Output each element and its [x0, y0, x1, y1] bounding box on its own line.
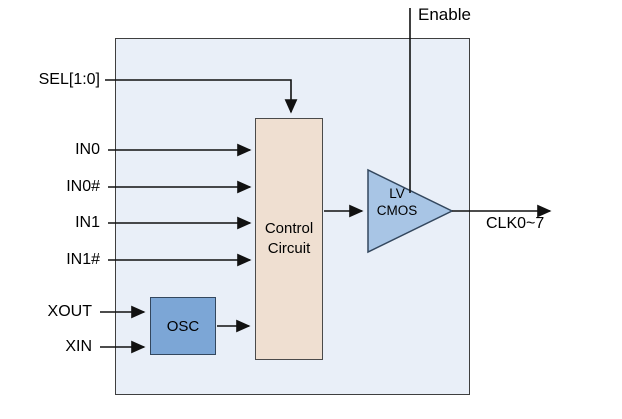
clk-output-label: CLK0~7	[486, 215, 545, 232]
lvcmos-label: LV CMOS	[376, 186, 418, 218]
osc-block: OSC	[150, 297, 216, 355]
in1-label: IN1	[75, 214, 100, 231]
osc-label: OSC	[166, 317, 200, 335]
control-circuit-label: Control Circuit	[264, 219, 314, 257]
in1n-label: IN1#	[66, 251, 100, 268]
in0-label: IN0	[75, 141, 100, 158]
enable-label: Enable	[418, 5, 471, 24]
control-circuit-block: Control Circuit	[255, 118, 323, 360]
sel-label: SEL[1:0]	[38, 71, 100, 88]
in0n-label: IN0#	[66, 178, 100, 195]
xout-label: XOUT	[47, 303, 92, 320]
xin-label: XIN	[65, 338, 92, 355]
